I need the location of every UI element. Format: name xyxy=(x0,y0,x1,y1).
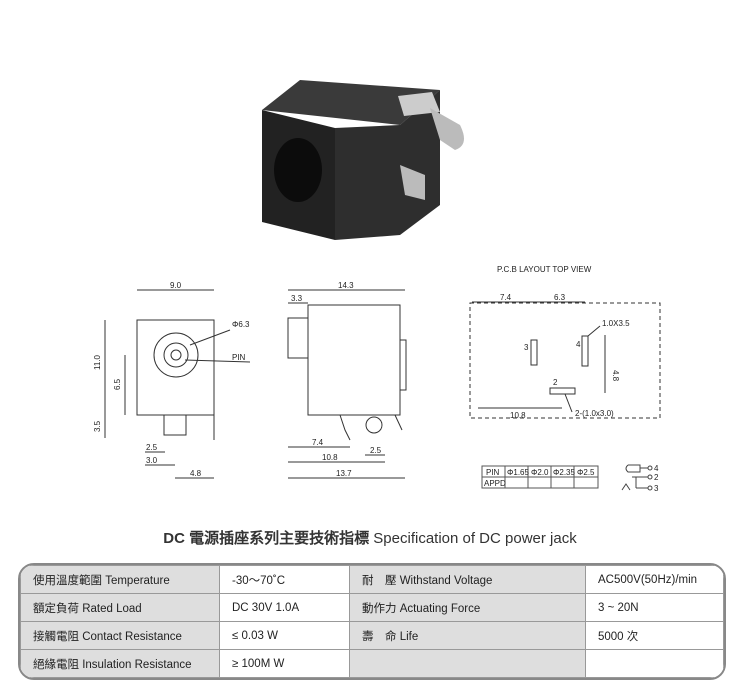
dim-pcb-w: 10.8 xyxy=(510,411,526,420)
spec-value: -30～70˚C xyxy=(219,565,350,594)
dim-b2: 3.0 xyxy=(146,456,158,465)
dim-side-d4: 13.7 xyxy=(336,469,352,478)
spec-label: 額定負荷 Rated Load xyxy=(20,593,220,622)
spec-value: ≤ 0.03 W xyxy=(219,621,350,650)
product-photo xyxy=(262,80,464,240)
jack-schematic xyxy=(621,464,653,491)
dim-phi: Φ6.3 xyxy=(232,320,250,329)
schematic-pin-3: 3 xyxy=(654,484,659,493)
dim-h2: 6.5 xyxy=(113,378,122,390)
schematic-pin-4: 4 xyxy=(654,464,659,473)
title-en: Specification of DC power jack xyxy=(369,530,577,547)
pin-table-header-2: Φ2.0 xyxy=(531,468,549,477)
front-view-drawing xyxy=(104,289,251,479)
dim-side-d2: 2.5 xyxy=(370,446,382,455)
pin-table-header-4: Φ2.5 xyxy=(577,468,595,477)
dim-h3: 3.5 xyxy=(93,420,102,432)
title-cn: DC 電源插座系列主要技術指標 xyxy=(163,530,370,547)
spec-title: DC 電源插座系列主要技術指標 Specification of DC powe… xyxy=(0,527,740,548)
dim-front-width: 9.0 xyxy=(170,281,182,290)
dim-pcb-slot2: 2-(1.0x3.0) xyxy=(575,409,614,418)
dim-h1: 11.0 xyxy=(93,354,102,370)
dim-b3: 4.8 xyxy=(190,469,202,478)
pin-table-header-1: Φ1.65 xyxy=(507,468,530,477)
pin-table xyxy=(481,465,599,489)
drawings: 9.0 Φ6.3 PIN 11.0 6.5 3.5 2.5 3.0 4.8 14… xyxy=(93,80,661,493)
dim-pcb-b: 6.3 xyxy=(554,293,566,302)
dim-b1: 2.5 xyxy=(146,443,158,452)
label-pin: PIN xyxy=(232,353,246,362)
spec-label: 接觸電阻 Contact Resistance xyxy=(20,621,220,650)
dim-pcb-a: 7.4 xyxy=(500,293,512,302)
dim-pcb-slot: 1.0X3.5 xyxy=(602,319,630,328)
table-row: 絕緣電阻 Insulation Resistance≥ 100M W xyxy=(20,649,724,678)
spec-value: 5000 次 xyxy=(585,621,724,650)
pcb-layout-drawing xyxy=(469,301,661,419)
spec-value: 3 ~ 20N xyxy=(585,593,724,622)
pcb-pin-4: 4 xyxy=(576,340,581,349)
pcb-pin-3: 3 xyxy=(524,343,529,352)
spec-value-empty xyxy=(585,649,724,678)
spec-label: 壽 命 Life xyxy=(349,621,586,650)
pin-table-header-3: Φ2.35 xyxy=(553,468,576,477)
spec-label: 使用溫度範圍 Temperature xyxy=(20,565,220,594)
dim-pcb-h: 4.8 xyxy=(611,370,620,382)
spec-label: 耐 壓 Withstand Voltage xyxy=(349,565,586,594)
spec-label: 動作力 Actuating Force xyxy=(349,593,586,622)
pcb-pin-2: 2 xyxy=(553,378,558,387)
spec-value: DC 30V 1.0A xyxy=(219,593,350,622)
pin-table-header-0: PIN xyxy=(486,468,500,477)
dim-side-d1: 7.4 xyxy=(312,438,324,447)
spec-value: AC500V(50Hz)/min xyxy=(585,565,724,594)
pin-table-row-label: APPD xyxy=(484,479,506,488)
side-view-drawing xyxy=(287,289,407,479)
pcb-title: P.C.B LAYOUT TOP VIEW xyxy=(497,265,592,274)
dim-side-width: 14.3 xyxy=(338,281,354,290)
spec-label-empty xyxy=(349,649,586,678)
spec-label: 絕緣電阻 Insulation Resistance xyxy=(20,649,220,678)
schematic-pin-2: 2 xyxy=(654,473,659,482)
dim-side-d3: 10.8 xyxy=(322,453,338,462)
dim-side-t: 3.3 xyxy=(291,294,303,303)
spec-value: ≥ 100M W xyxy=(219,649,350,678)
